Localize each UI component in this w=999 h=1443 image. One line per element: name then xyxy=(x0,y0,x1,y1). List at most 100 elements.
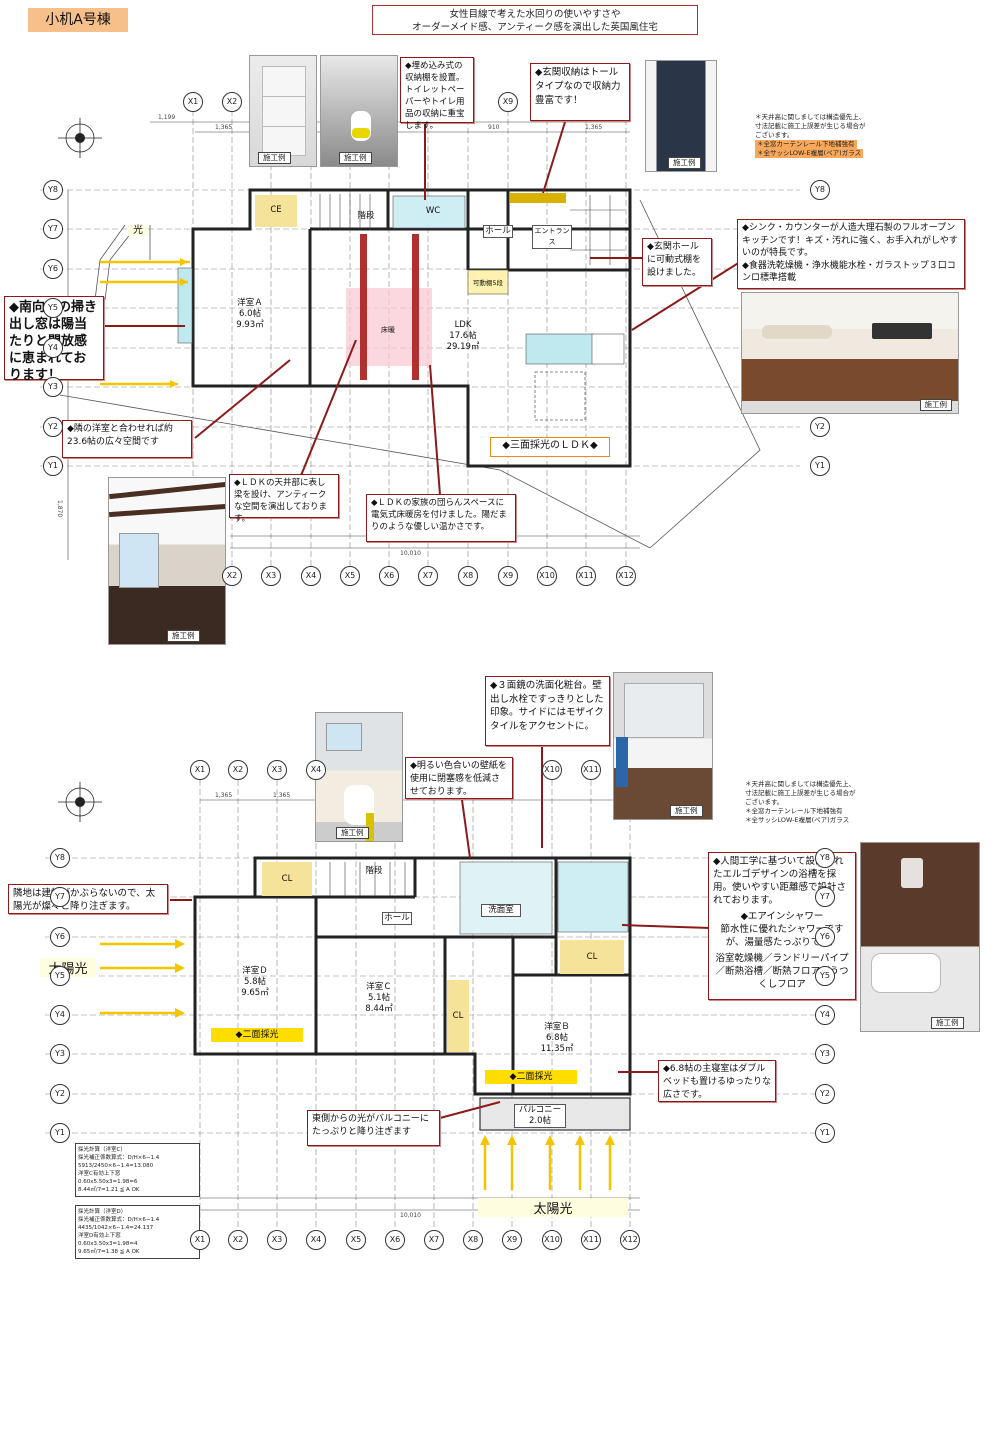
photo-toilet-2f: 施工例 xyxy=(315,712,403,842)
photo-toilet: 施工例 xyxy=(320,55,398,167)
grid-axis-y7: Y7 xyxy=(50,887,70,907)
room-ldk: LDK 17.6帖 29.19㎡ xyxy=(436,320,490,353)
room-hall: ホール xyxy=(483,225,513,238)
grid-axis-x10: X10 xyxy=(537,566,557,586)
room-area: 11.35㎡ xyxy=(540,1044,574,1054)
room-area: 8.44㎡ xyxy=(365,1004,393,1014)
room-stairs-2f: 階段 xyxy=(365,866,383,876)
note-vanity: ◆３面鏡の洗面化粧台。壁出し水栓ですっきりとした印象。サイドにはモザイクタイルを… xyxy=(485,676,610,746)
dim-top-2: 1,365 xyxy=(273,792,291,799)
closet-cl-2: CL xyxy=(447,980,469,1052)
spec-line: ＊天井高に関しましては構造優先上、 xyxy=(745,780,856,788)
photo-caption: 施工例 xyxy=(919,399,952,411)
room-yoshitsu-b: 洋室Ｂ 6.8帖 11.35㎡ xyxy=(530,1022,584,1055)
note-shower-detail: 節水性に優れたシャワーですが、湯量感たっぷりです。 xyxy=(720,924,844,948)
room-wc: WC xyxy=(425,206,441,216)
grid-axis-y1: Y1 xyxy=(50,1123,70,1143)
grid-axis-x10: X10 xyxy=(542,1230,562,1250)
calc-title: 採光計算（洋室D） xyxy=(78,1209,127,1215)
movable-shelf: 可動棚5段 xyxy=(472,279,504,287)
grid-axis-x7: X7 xyxy=(424,1230,444,1250)
grid-axis-x9: X9 xyxy=(498,92,518,112)
grid-axis-y2: Y2 xyxy=(50,1084,70,1104)
room-area: 9.65㎡ xyxy=(241,988,269,998)
grid-axis-y5: Y5 xyxy=(50,966,70,986)
note-kitchen: ◆シンク・カウンターが人造大理石製のフルオープンキッチンです！キズ・汚れに強く、… xyxy=(737,219,965,289)
dim-bottom: 10,010 xyxy=(400,1212,421,1219)
note-wallpaper: ◆明るい色合いの壁紙を使用に閉塞感を低減させております。 xyxy=(405,757,513,799)
photo-caption: 施工例 xyxy=(336,827,369,839)
note-kitchen-equipment: ◆食器洗乾燥機・浄水機能水栓・ガラストップ３口コンロ標準搭載 xyxy=(742,260,956,284)
room-yoshitsu-a: 洋室Ａ 6.0帖 9.93㎡ xyxy=(224,298,276,331)
room-area: 9.93㎡ xyxy=(236,320,264,330)
note-neighbor-sunlight: 隣地は建物がかぶらないので、太陽光が燦々と降り注ぎます。 xyxy=(8,884,168,914)
grid-axis-y8: Y8 xyxy=(50,848,70,868)
room-name: 洋室Ｂ xyxy=(544,1022,570,1032)
grid-axis-y5: Y5 xyxy=(43,298,63,318)
grid-axis-x6: X6 xyxy=(379,566,399,586)
f1-spec-notes: ＊天井高に関しましては構造優先上、 寸法記載に施工上誤差が生じる場合が ございま… xyxy=(755,113,905,158)
photo-caption: 施工例 xyxy=(931,1017,964,1029)
grid-axis-x5: X5 xyxy=(340,566,360,586)
grid-axis-x1: X1 xyxy=(190,760,210,780)
photo-bathroom: 施工例 xyxy=(860,842,980,1032)
grid-axis-y3: Y3 xyxy=(50,1044,70,1064)
room-size: 6.8帖 xyxy=(545,1033,569,1043)
grid-axis-y7: Y7 xyxy=(43,219,63,239)
grid-axis-x10: X10 xyxy=(542,760,562,780)
grid-axis-x6: X6 xyxy=(385,1230,405,1250)
grid-axis-x12: X12 xyxy=(620,1230,640,1250)
calc-line: 0.60x5.50x3=1.98=6 xyxy=(78,1179,138,1185)
grid-axis-y6: Y6 xyxy=(50,927,70,947)
photo-caption: 施工例 xyxy=(668,157,701,169)
grid-axis-y1: Y1 xyxy=(43,456,63,476)
nimen-light-banner-1: ◆二面採光 xyxy=(211,1028,303,1042)
nimen-light-banner-2: ◆二面採光 xyxy=(485,1070,577,1084)
grid-axis-x4: X4 xyxy=(306,760,326,780)
spec-lowe-glass: ＊全サッシLOW-E複層(ペア)ガラス xyxy=(755,149,864,158)
grid-axis-x11: X11 xyxy=(581,760,601,780)
dim-left: 1,870 xyxy=(56,500,63,518)
note-air-in-shower: ◆エアインシャワー xyxy=(740,911,824,922)
spec-line: ございます。 xyxy=(745,798,784,806)
dim-top-1: 1,365 xyxy=(215,792,233,799)
note-entrance-storage: ◆玄関収納はトールタイプなので収納力豊富です！ xyxy=(530,63,630,121)
calc-line: 洋室D有効上下窓 xyxy=(78,1233,121,1239)
grid-axis-x4: X4 xyxy=(306,1230,326,1250)
photo-kitchen: 施工例 xyxy=(741,292,959,414)
grid-axis-y1: Y1 xyxy=(815,1123,835,1143)
note-ceiling-beam: ◆ＬＤＫの天井部に表し梁を設け、アンティークな空間を演出しております。 xyxy=(229,474,339,524)
note-floor-heating: ◆ＬＤＫの家族の団らんスペースに電気式床暖房を付けました。陽だまりのような優しい… xyxy=(366,494,516,542)
grid-axis-x9: X9 xyxy=(498,566,518,586)
room-hall-2f: ホール xyxy=(382,912,412,925)
grid-axis-y8: Y8 xyxy=(43,180,63,200)
grid-axis-x2: X2 xyxy=(222,566,242,586)
room-name: LDK xyxy=(454,320,472,330)
grid-axis-x8: X8 xyxy=(463,1230,483,1250)
note-hall-shelf: ◆玄関ホールに可動式棚を設けました。 xyxy=(642,238,712,286)
grid-axis-x4: X4 xyxy=(301,566,321,586)
grid-axis-x1: X1 xyxy=(183,92,203,112)
grid-axis-y7: Y7 xyxy=(815,887,835,907)
grid-axis-x11: X11 xyxy=(576,566,596,586)
photo-caption: 施工例 xyxy=(167,630,200,642)
calc-line: 4435/1042×6−1.4=24.137 xyxy=(78,1225,154,1231)
note-balcony-light: 東側からの光がバルコニーにたっぷりと降り注ぎます xyxy=(307,1110,440,1146)
grid-axis-x3: X3 xyxy=(267,760,287,780)
room-area: 29.19㎡ xyxy=(446,342,480,352)
grid-axis-y2: Y2 xyxy=(43,417,63,437)
room-yoshitsu-d: 洋室Ｄ 5.8帖 9.65㎡ xyxy=(228,966,282,999)
grid-axis-y6: Y6 xyxy=(43,259,63,279)
room-name: 洋室Ｄ xyxy=(242,966,268,976)
grid-axis-x3: X3 xyxy=(267,1230,287,1250)
grid-axis-y4: Y4 xyxy=(43,338,63,358)
spec-lowe-glass: ＊全サッシLOW-E複層(ペア)ガラス xyxy=(745,816,850,824)
grid-axis-x7: X7 xyxy=(418,566,438,586)
lighting-calc-d: 採光計算（洋室D） 採光補正係数算式：D/H×6−1.4 4435/1042×6… xyxy=(75,1205,200,1259)
calc-line: 0.60x3.50x3=1.98=4 xyxy=(78,1241,138,1247)
grid-axis-y8: Y8 xyxy=(810,180,830,200)
calc-line: 採光補正係数算式：D/H×6−1.4 xyxy=(78,1155,160,1161)
grid-axis-x2: X2 xyxy=(228,1230,248,1250)
grid-axis-x9: X9 xyxy=(502,1230,522,1250)
grid-axis-y2: Y2 xyxy=(810,417,830,437)
